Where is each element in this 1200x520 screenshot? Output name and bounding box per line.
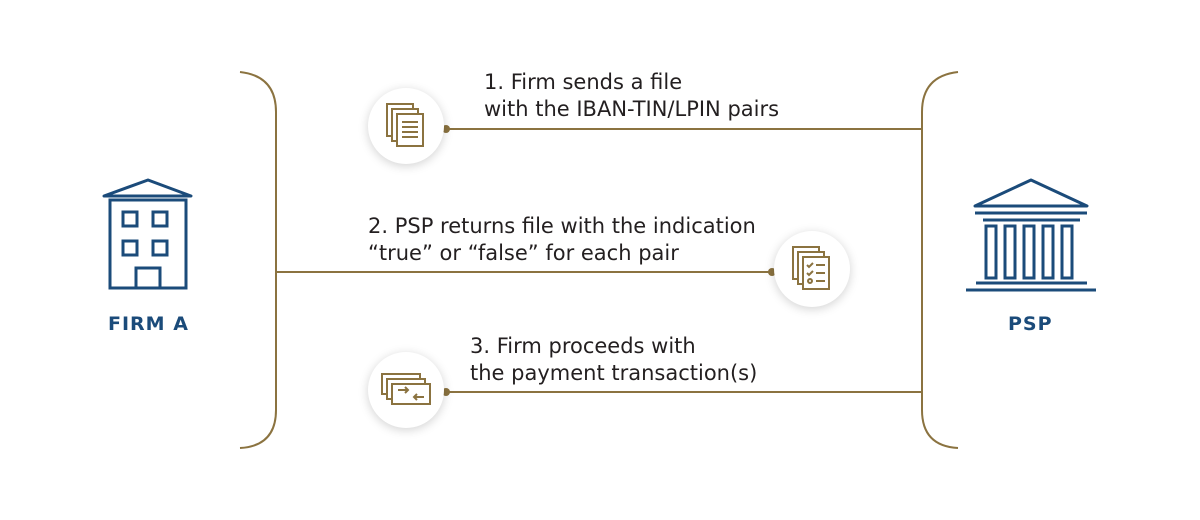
checklist-documents-icon <box>792 246 830 290</box>
step-1-line-2: with the IBAN-TIN/LPIN pairs <box>484 97 780 121</box>
step-3-dot <box>442 388 450 396</box>
step-3-icon-badge <box>368 352 444 428</box>
step-1-dot <box>442 125 450 133</box>
step-3-line-2: the payment transaction(s) <box>470 361 758 385</box>
office-building-icon <box>102 178 193 290</box>
bank-building-icon <box>966 178 1096 292</box>
step-1-icon-badge <box>368 88 444 164</box>
firm-bracket <box>239 71 277 449</box>
psp-label: PSP <box>1008 313 1053 335</box>
step-2-line-2: “true” or “false” for each pair <box>368 241 679 265</box>
firm-label: FIRM A <box>108 313 189 335</box>
payment-transfer-icon <box>381 373 431 405</box>
step-3-line-1: 3. Firm proceeds with <box>470 334 696 358</box>
step-3-label: 3. Firm proceeds with the payment transa… <box>470 333 757 387</box>
step-2-label: 2. PSP returns file with the indication … <box>368 213 756 267</box>
psp-bracket <box>921 71 959 449</box>
step-2-icon-badge <box>774 231 850 307</box>
step-2-line-1: 2. PSP returns file with the indication <box>368 214 756 238</box>
step-1-label: 1. Firm sends a file with the IBAN-TIN/L… <box>484 69 779 123</box>
step-1-line-1: 1. Firm sends a file <box>484 70 683 94</box>
documents-icon <box>386 103 424 147</box>
